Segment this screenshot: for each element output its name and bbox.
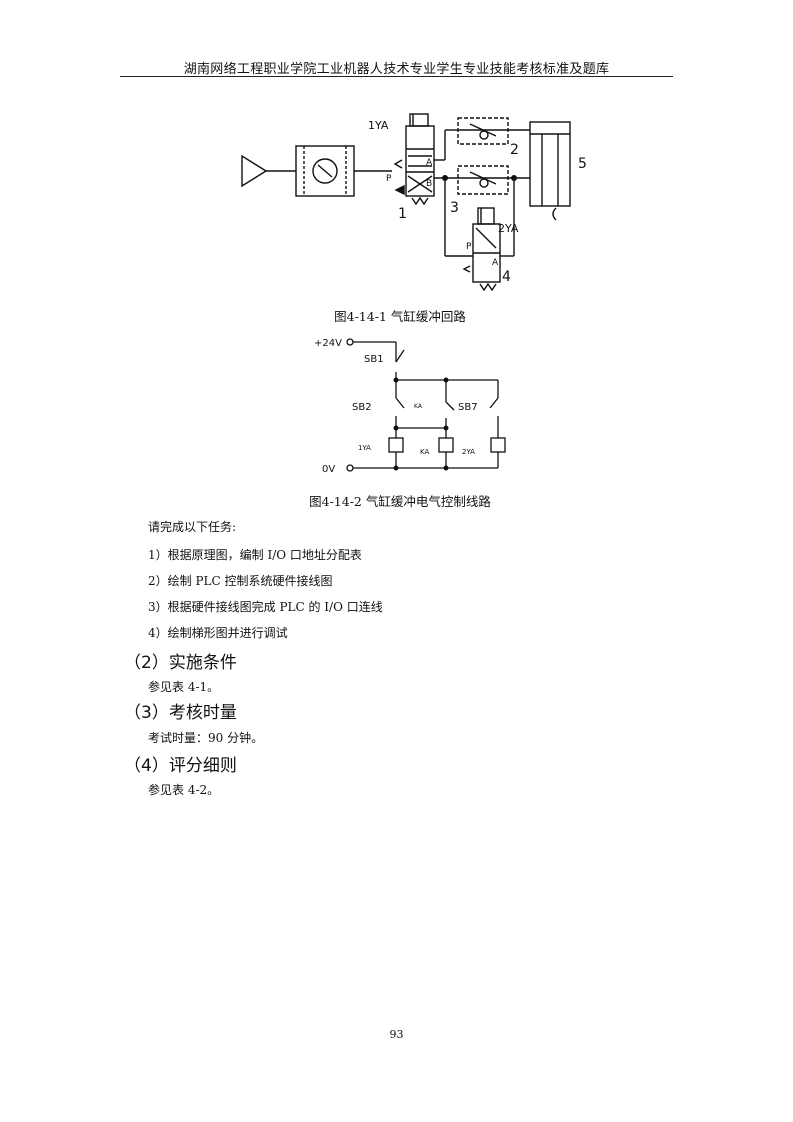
tasks-intro: 请完成以下任务: <box>148 520 237 534</box>
task-item-4: 4）绘制梯形图并进行调试 <box>148 626 288 640</box>
component-number-5: 5 <box>578 156 587 172</box>
section-body-scoring: 参见表 4-2。 <box>148 783 220 797</box>
solenoid-1ya-label: 1YA <box>368 119 389 132</box>
zero-volt-label: 0V <box>322 464 335 475</box>
section-body-duration: 考试时量：90 分钟。 <box>148 731 264 745</box>
solenoid-2ya-label: 2YA <box>498 222 519 235</box>
coil-2ya <box>490 437 506 453</box>
pressure-gauge-icon <box>312 158 338 184</box>
component-number-1: 1 <box>398 206 407 222</box>
task-item-3: 3）根据硬件接线图完成 PLC 的 I/O 口连线 <box>148 600 383 614</box>
port-a-label: A <box>426 158 433 168</box>
plus-24v-label: +24V <box>314 338 342 349</box>
air-source-symbol <box>241 154 268 188</box>
component-number-2: 2 <box>510 142 519 158</box>
component-number-3: 3 <box>450 200 459 216</box>
task-item-1: 1）根据原理图，编制 I/O 口地址分配表 <box>148 548 362 562</box>
coil-1ya <box>388 437 404 453</box>
electrical-control-diagram: +24V SB1 SB2 KA SB7 1YA KA 2YA 0V <box>314 338 506 475</box>
section-heading-scoring: （4）评分细则 <box>124 756 237 776</box>
cylinder-5 <box>529 121 571 207</box>
sb2-label: SB2 <box>352 402 372 413</box>
coil-1ya-label: 1YA <box>358 444 371 452</box>
pneumatic-circuit-diagram: 1YA A B P P A 2YA 1 2 3 4 5 <box>241 113 587 292</box>
header-rule <box>120 76 673 77</box>
flow-control-valve-2 <box>457 117 509 145</box>
page-header: 湖南网络工程职业学院工业机器人技术专业学生专业技能考核标准及题库 <box>183 62 610 77</box>
section-heading-duration: （3）考核时量 <box>124 703 237 723</box>
port-p2-label: P <box>466 242 472 252</box>
section-heading-conditions: （2）实施条件 <box>124 653 237 673</box>
coil-2ya-label: 2YA <box>462 448 475 456</box>
port-b-label: B <box>426 179 432 189</box>
section-body-conditions: 参见表 4-1。 <box>148 680 220 694</box>
coil-ka <box>438 437 454 453</box>
coil-ka-label: KA <box>420 448 429 456</box>
flow-control-valve-3 <box>457 165 509 195</box>
figure-2-caption: 图4-14-2 气缸缓冲电气控制线路 <box>309 494 491 509</box>
sb1-label: SB1 <box>364 354 384 365</box>
ka-contact-label: KA <box>414 403 423 410</box>
port-a2-label: A <box>492 258 499 268</box>
component-number-4: 4 <box>502 269 511 285</box>
figure-1-caption: 图4-14-1 气缸缓冲回路 <box>334 309 466 324</box>
sb7-label: SB7 <box>458 402 478 413</box>
task-item-2: 2）绘制 PLC 控制系统硬件接线图 <box>148 574 333 588</box>
port-p-label: P <box>386 174 392 184</box>
page-number: 93 <box>389 1028 404 1041</box>
